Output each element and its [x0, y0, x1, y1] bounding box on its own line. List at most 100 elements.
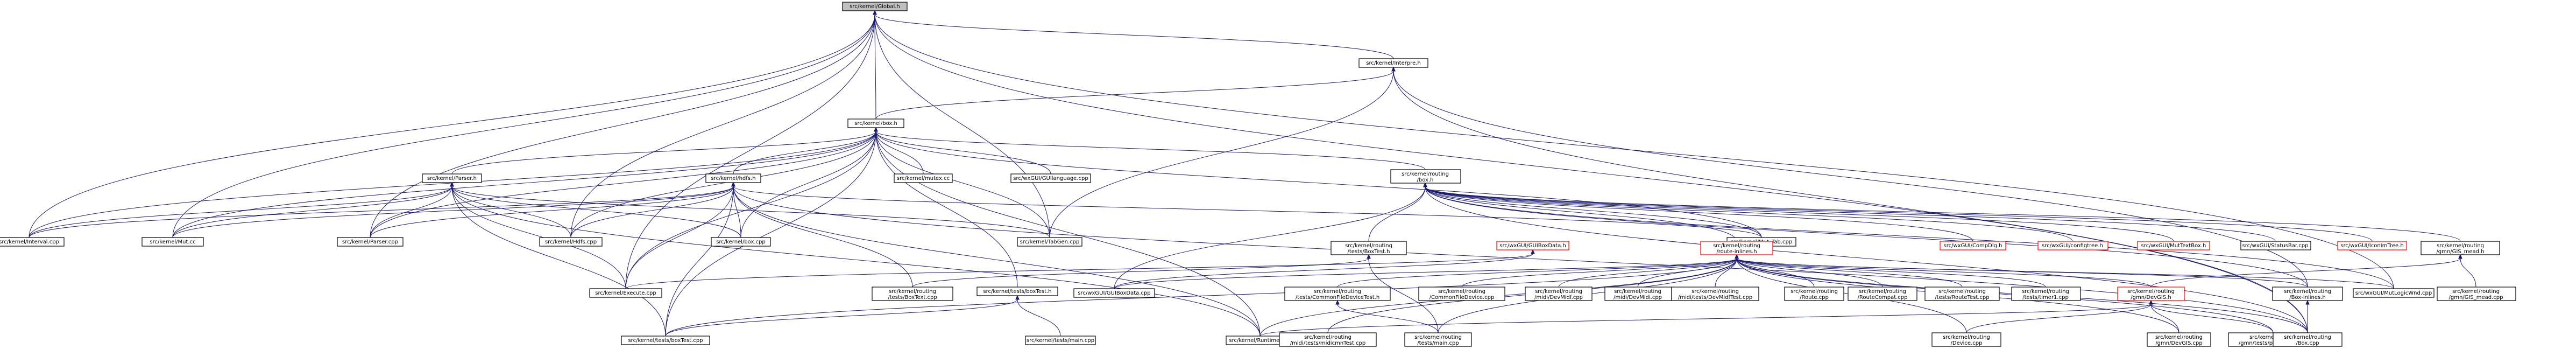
node-label: /gmn/DevGIS.cpp — [2155, 340, 2202, 346]
edge-arrowhead — [450, 182, 454, 187]
node-boxtext_cpp[interactable]: src/kernel/routing/tests/BoxText.cpp — [872, 287, 953, 301]
node-box — [2037, 241, 2108, 250]
node-routing_box[interactable]: src/kernel/routing/box.h — [1390, 169, 1461, 184]
node-execute[interactable]: src/kernel/Execute.cpp — [589, 288, 662, 298]
node-label: src/kernel/routing — [1314, 289, 1361, 295]
node-gmn_head[interactable]: src/kernel/routing/gmn/GIS_mead.h — [2421, 241, 2500, 255]
edge-arrowhead — [731, 182, 735, 187]
node-iconimtree[interactable]: src/wxGUI/IconImTree.h — [2337, 241, 2407, 250]
node-hdfs_cpp[interactable]: src/kernel/Hdfs.cpp — [539, 237, 603, 247]
node-label: src/kernel/routing — [2127, 289, 2175, 295]
edge-tests_boxtest_h-boxtest_cpp — [665, 299, 1018, 337]
node-mutex[interactable]: src/kernel/mutex.cc — [894, 173, 953, 183]
node-box — [1358, 58, 1428, 68]
node-routing_box_cpp[interactable]: src/kernel/routing/Box.cpp — [2273, 332, 2343, 347]
node-device_cpp[interactable]: src/kernel/routing/Device.cpp — [1931, 332, 2001, 347]
node-muttextbox[interactable]: src/wxGUI/MutTextBox.h — [2137, 241, 2210, 250]
edge-routing_box-gmn_head — [1425, 186, 2461, 242]
node-timer1[interactable]: src/kernel/routing/tests/timer1.cpp — [2011, 287, 2081, 301]
node-gmn_head_cpp[interactable]: src/kernel/routing/gmn/GIS_mead.cpp — [2437, 287, 2516, 301]
node-configtree[interactable]: src/wxGUI/configtree.h — [2037, 241, 2108, 250]
node-label: src/kernel/routing — [2155, 334, 2203, 340]
node-wxgui_lang[interactable]: src/wxGUI/GUIlanguage.cpp — [1010, 173, 1091, 183]
node-route_inlines[interactable]: src/kernel/routing/route-inlines.h — [1700, 241, 1773, 255]
node-label: /midi/DevMidf.cpp — [1534, 295, 1583, 301]
node-tests_boxtest_h[interactable]: src/kernel/tests/boxTest.h — [976, 287, 1058, 296]
node-label: /CommonFileDevice.cpp — [1429, 295, 1495, 301]
node-routetest[interactable]: src/kernel/routing/tests/RouteTest.cpp — [1924, 287, 2000, 301]
node-common_filedev_cpp[interactable]: src/kernel/routing/CommonFileDevice.cpp — [1418, 287, 1505, 301]
node-devmidftest[interactable]: src/kernel/routing/midi/tests/DevMidfTes… — [1671, 287, 1759, 301]
edge-routing_box-statusbar — [1425, 186, 2276, 242]
node-global[interactable]: src/kernel/Global.h — [842, 2, 908, 11]
node-box_inlines[interactable]: src/kernel/routing/Box-inlines.h — [2272, 287, 2343, 301]
edge-devgis_h-device_cpp — [1966, 304, 2152, 333]
node-route_cpp[interactable]: src/kernel/routing/Route.cpp — [1784, 287, 1844, 301]
edge-global-tabgen — [874, 14, 1050, 238]
node-label: /tests/BoxText.cpp — [888, 295, 937, 301]
edge-arrowhead — [1335, 299, 1340, 305]
node-devgis_h[interactable]: src/kernel/routing/gmn/DevGIS.h — [2117, 287, 2185, 301]
edge-global-routing_box_cpp — [874, 14, 2308, 333]
node-devmidf[interactable]: src/kernel/routing/midi/DevMidf.cpp — [1525, 287, 1593, 301]
node-label: src/kernel/mutex.cc — [897, 176, 950, 182]
node-devgis_cpp[interactable]: src/kernel/routing/gmn/DevGIS.cpp — [2147, 332, 2211, 347]
node-guiboxdata_cpp[interactable]: src/wxGUI/GUIBoxData.cpp — [1073, 288, 1155, 298]
edge-hdfs_h-runtime — [733, 186, 1261, 337]
edge-boxtest_h-boxtext_cpp — [912, 258, 1369, 288]
node-label: src/kernel/tests/boxTest.h — [983, 289, 1051, 295]
node-box — [1010, 173, 1091, 183]
edge-arrowhead — [2149, 299, 2153, 305]
edge-route_inlines-playgmn — [1736, 258, 2274, 333]
edge-boxtest_h-routing_tests_main — [1368, 258, 1439, 333]
node-compdlg[interactable]: src/wxGUI/CompDlg.h — [1940, 241, 2006, 250]
node-tests_main[interactable]: src/kernel/tests/main.cpp — [1025, 336, 1096, 345]
node-boxtest_cpp[interactable]: src/kernel/tests/boxTest.cpp — [621, 336, 710, 345]
edge-devgis_h-runtime — [1259, 304, 2152, 337]
node-boxtest_h[interactable]: src/kernel/routing/tests/BoxTest.h — [1331, 241, 1407, 255]
node-interpre[interactable]: src/kernel/Interpre.h — [1358, 58, 1428, 68]
node-label: /Device.cpp — [1951, 340, 1983, 346]
node-label: src/wxGUI/GUIBoxData.h — [1499, 243, 1566, 249]
node-guiboxdata_h[interactable]: src/wxGUI/GUIBoxData.h — [1496, 241, 1569, 250]
nodes-layer: src/kernel/Global.h src/kernel/Interpre.h… — [0, 2, 2516, 347]
node-label: src/kernel/routing — [2284, 334, 2331, 340]
edge-gmn_head-gmn_head_cpp — [2460, 258, 2476, 288]
edge-arrowhead — [1015, 295, 1020, 300]
node-box[interactable]: src/kernel/box.h — [847, 118, 904, 128]
node-label: src/kernel/Global.h — [850, 4, 900, 10]
node-label: src/kernel/routing — [1438, 289, 1485, 295]
node-mut_cc[interactable]: src/kernel/Mut.cc — [141, 237, 204, 247]
node-tabgen[interactable]: src/kernel/TabGen.cpp — [1017, 237, 1082, 247]
node-label: src/wxGUI/StatusBar.cpp — [2242, 243, 2309, 249]
edge-routing_box-iconimtree — [1425, 186, 2373, 242]
node-mutlogicwnd[interactable]: src/wxGUI/MutLogicWnd.cpp — [2353, 288, 2435, 298]
node-box — [1940, 241, 2006, 250]
node-devmidi[interactable]: src/kernel/routing/midi/DevMidi.cpp — [1604, 287, 1672, 301]
node-label: src/kernel/box.h — [854, 121, 897, 127]
node-midimirtest[interactable]: src/kernel/routing/midi/tests/midicmnTes… — [1279, 332, 1377, 347]
node-box — [1496, 241, 1569, 250]
node-label: /gmn/GIS_mead.h — [2436, 249, 2484, 255]
node-interval[interactable]: src/kernel/Interval.cpp — [0, 237, 65, 247]
node-statusbar[interactable]: src/wxGUI/StatusBar.cpp — [2240, 241, 2311, 250]
node-label: /midi/tests/DevMidfTest.cpp — [1678, 295, 1752, 301]
edge-parser_h-box_cpp — [451, 186, 741, 238]
node-hdfs_h[interactable]: src/kernel/hdfs.h — [705, 173, 761, 183]
edge-global-interval — [29, 14, 875, 238]
edge-box-wxgui_lang — [875, 131, 1051, 174]
node-box_cpp[interactable]: src/kernel/box.cpp — [711, 237, 771, 247]
node-label: /tests/RouteTest.cpp — [1935, 295, 1989, 301]
node-common_filedev_h[interactable]: src/kernel/routing/tests/CommonFileDevic… — [1284, 287, 1391, 301]
node-label: src/kernel/routing — [1614, 289, 1661, 295]
node-routing_tests_main[interactable]: src/kernel/routing/tests/main.cpp — [1404, 332, 1472, 347]
node-routecompat[interactable]: src/kernel/routing/RouteCompat.cpp — [1848, 287, 1917, 301]
edge-arrowhead — [1531, 249, 1535, 254]
edge-parser_h-boxtest_cpp — [451, 186, 666, 337]
edge-parser_h-mut_cc — [172, 186, 452, 238]
edge-global-parser_cpp — [370, 14, 875, 238]
edge-box-mut_tab — [875, 131, 1762, 238]
node-label: src/wxGUI/CompDlg.h — [1944, 243, 2002, 249]
node-parser_cpp[interactable]: src/kernel/Parser.cpp — [337, 237, 404, 247]
node-parser_h[interactable]: src/kernel/Parser.h — [422, 173, 482, 183]
